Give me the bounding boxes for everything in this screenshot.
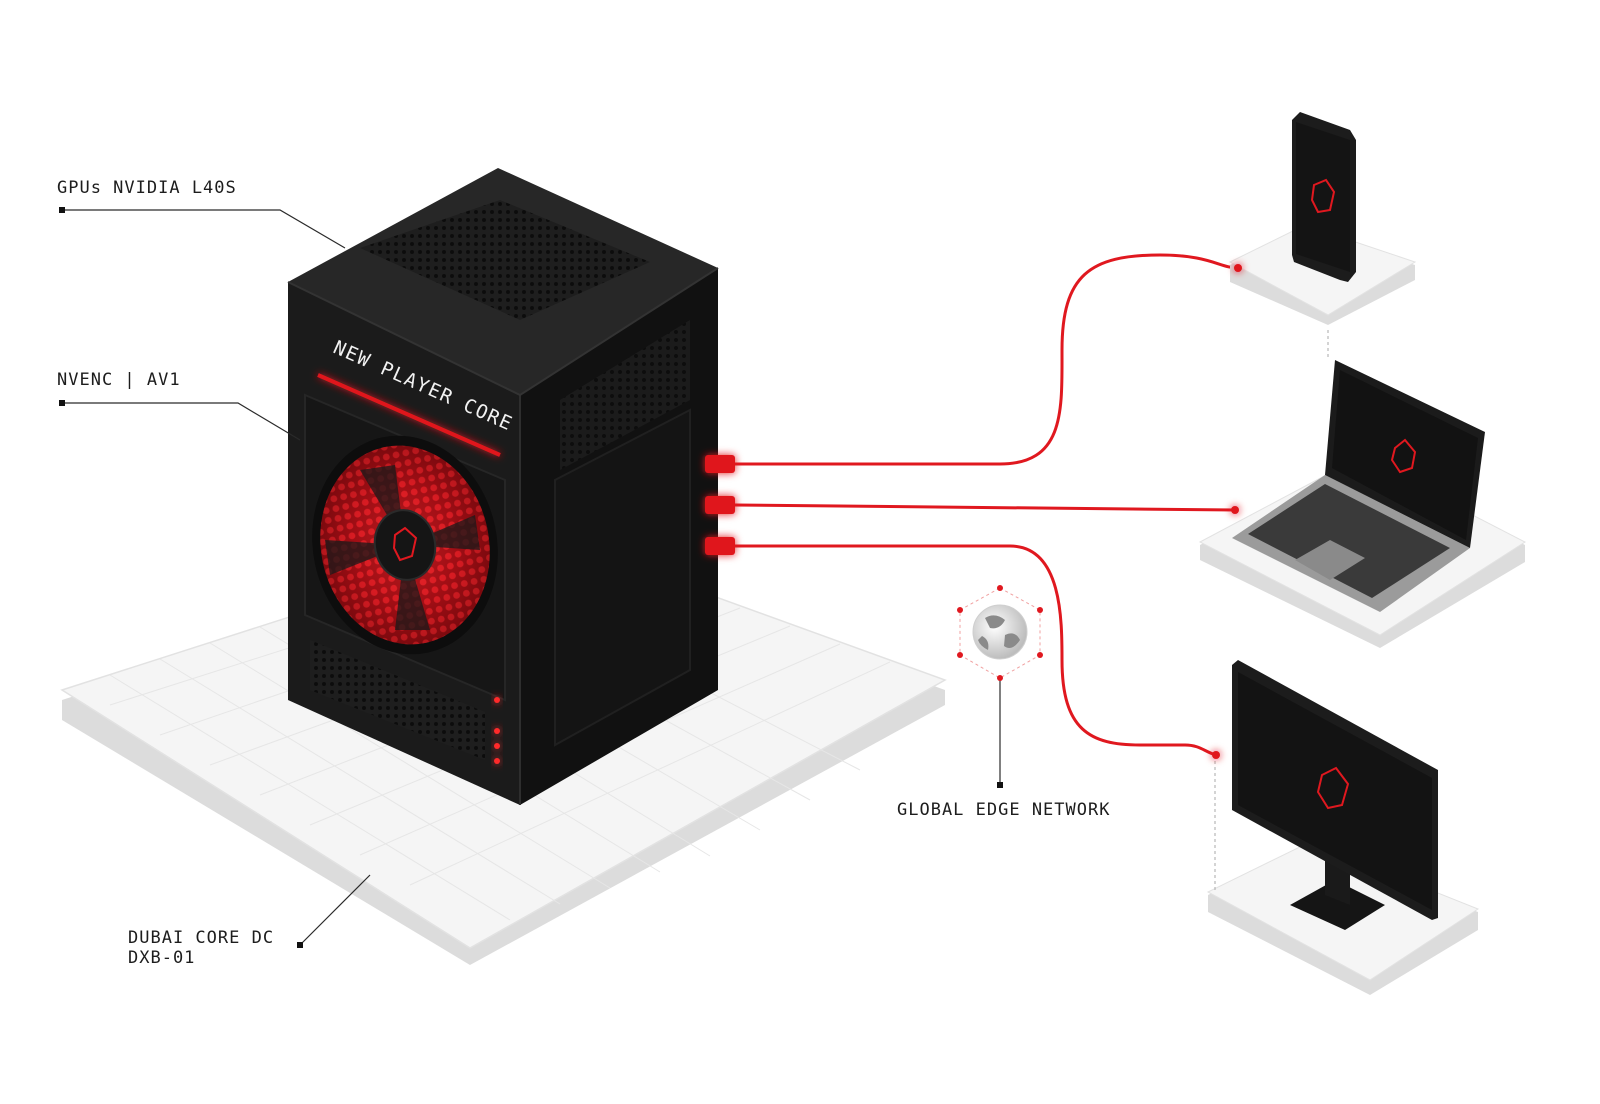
datacenter-name: DUBAI CORE DC — [128, 928, 275, 948]
laptop-device — [1198, 360, 1526, 648]
port-1 — [705, 455, 735, 473]
monitor-icon — [1232, 660, 1438, 930]
leader-markers — [59, 207, 1003, 948]
smartphone-device — [1228, 112, 1417, 325]
port-2 — [705, 496, 735, 514]
front-light-strip — [317, 373, 501, 457]
cable-monitor — [735, 544, 1217, 757]
globe-icon — [957, 585, 1043, 681]
encoder-label: NVENC | AV1 — [57, 370, 181, 390]
bottom-vent-grille — [310, 640, 485, 760]
smartphone-icon — [1292, 112, 1356, 282]
status-leds — [494, 697, 500, 764]
network-ports — [705, 455, 735, 555]
network-label: GLOBAL EDGE NETWORK — [897, 800, 1111, 820]
leader-lines — [62, 209, 1001, 946]
monitor-device — [1206, 330, 1480, 995]
brand-logo-icon — [1316, 766, 1350, 810]
brand-logo-icon — [392, 526, 418, 562]
datacenter-code: DXB-01 — [128, 948, 196, 968]
top-vent-grille — [360, 200, 650, 320]
cable-endpoints — [1212, 264, 1242, 759]
fan-icon — [312, 435, 498, 655]
gpus-label: GPUs NVIDIA L40S — [57, 178, 237, 198]
side-vent-grille — [560, 320, 690, 470]
cable-phone — [735, 253, 1239, 466]
brand-logo-icon — [1310, 178, 1336, 214]
cables — [734, 253, 1239, 757]
brand-logo-icon — [1390, 438, 1417, 474]
cable-laptop — [734, 503, 1236, 512]
datacenter-label: DUBAI CORE DC DXB-01 — [128, 928, 274, 968]
port-3 — [705, 537, 735, 555]
laptop-icon — [1232, 360, 1485, 612]
server-tower-icon: NEW PLAYER CORE — [287, 168, 719, 805]
